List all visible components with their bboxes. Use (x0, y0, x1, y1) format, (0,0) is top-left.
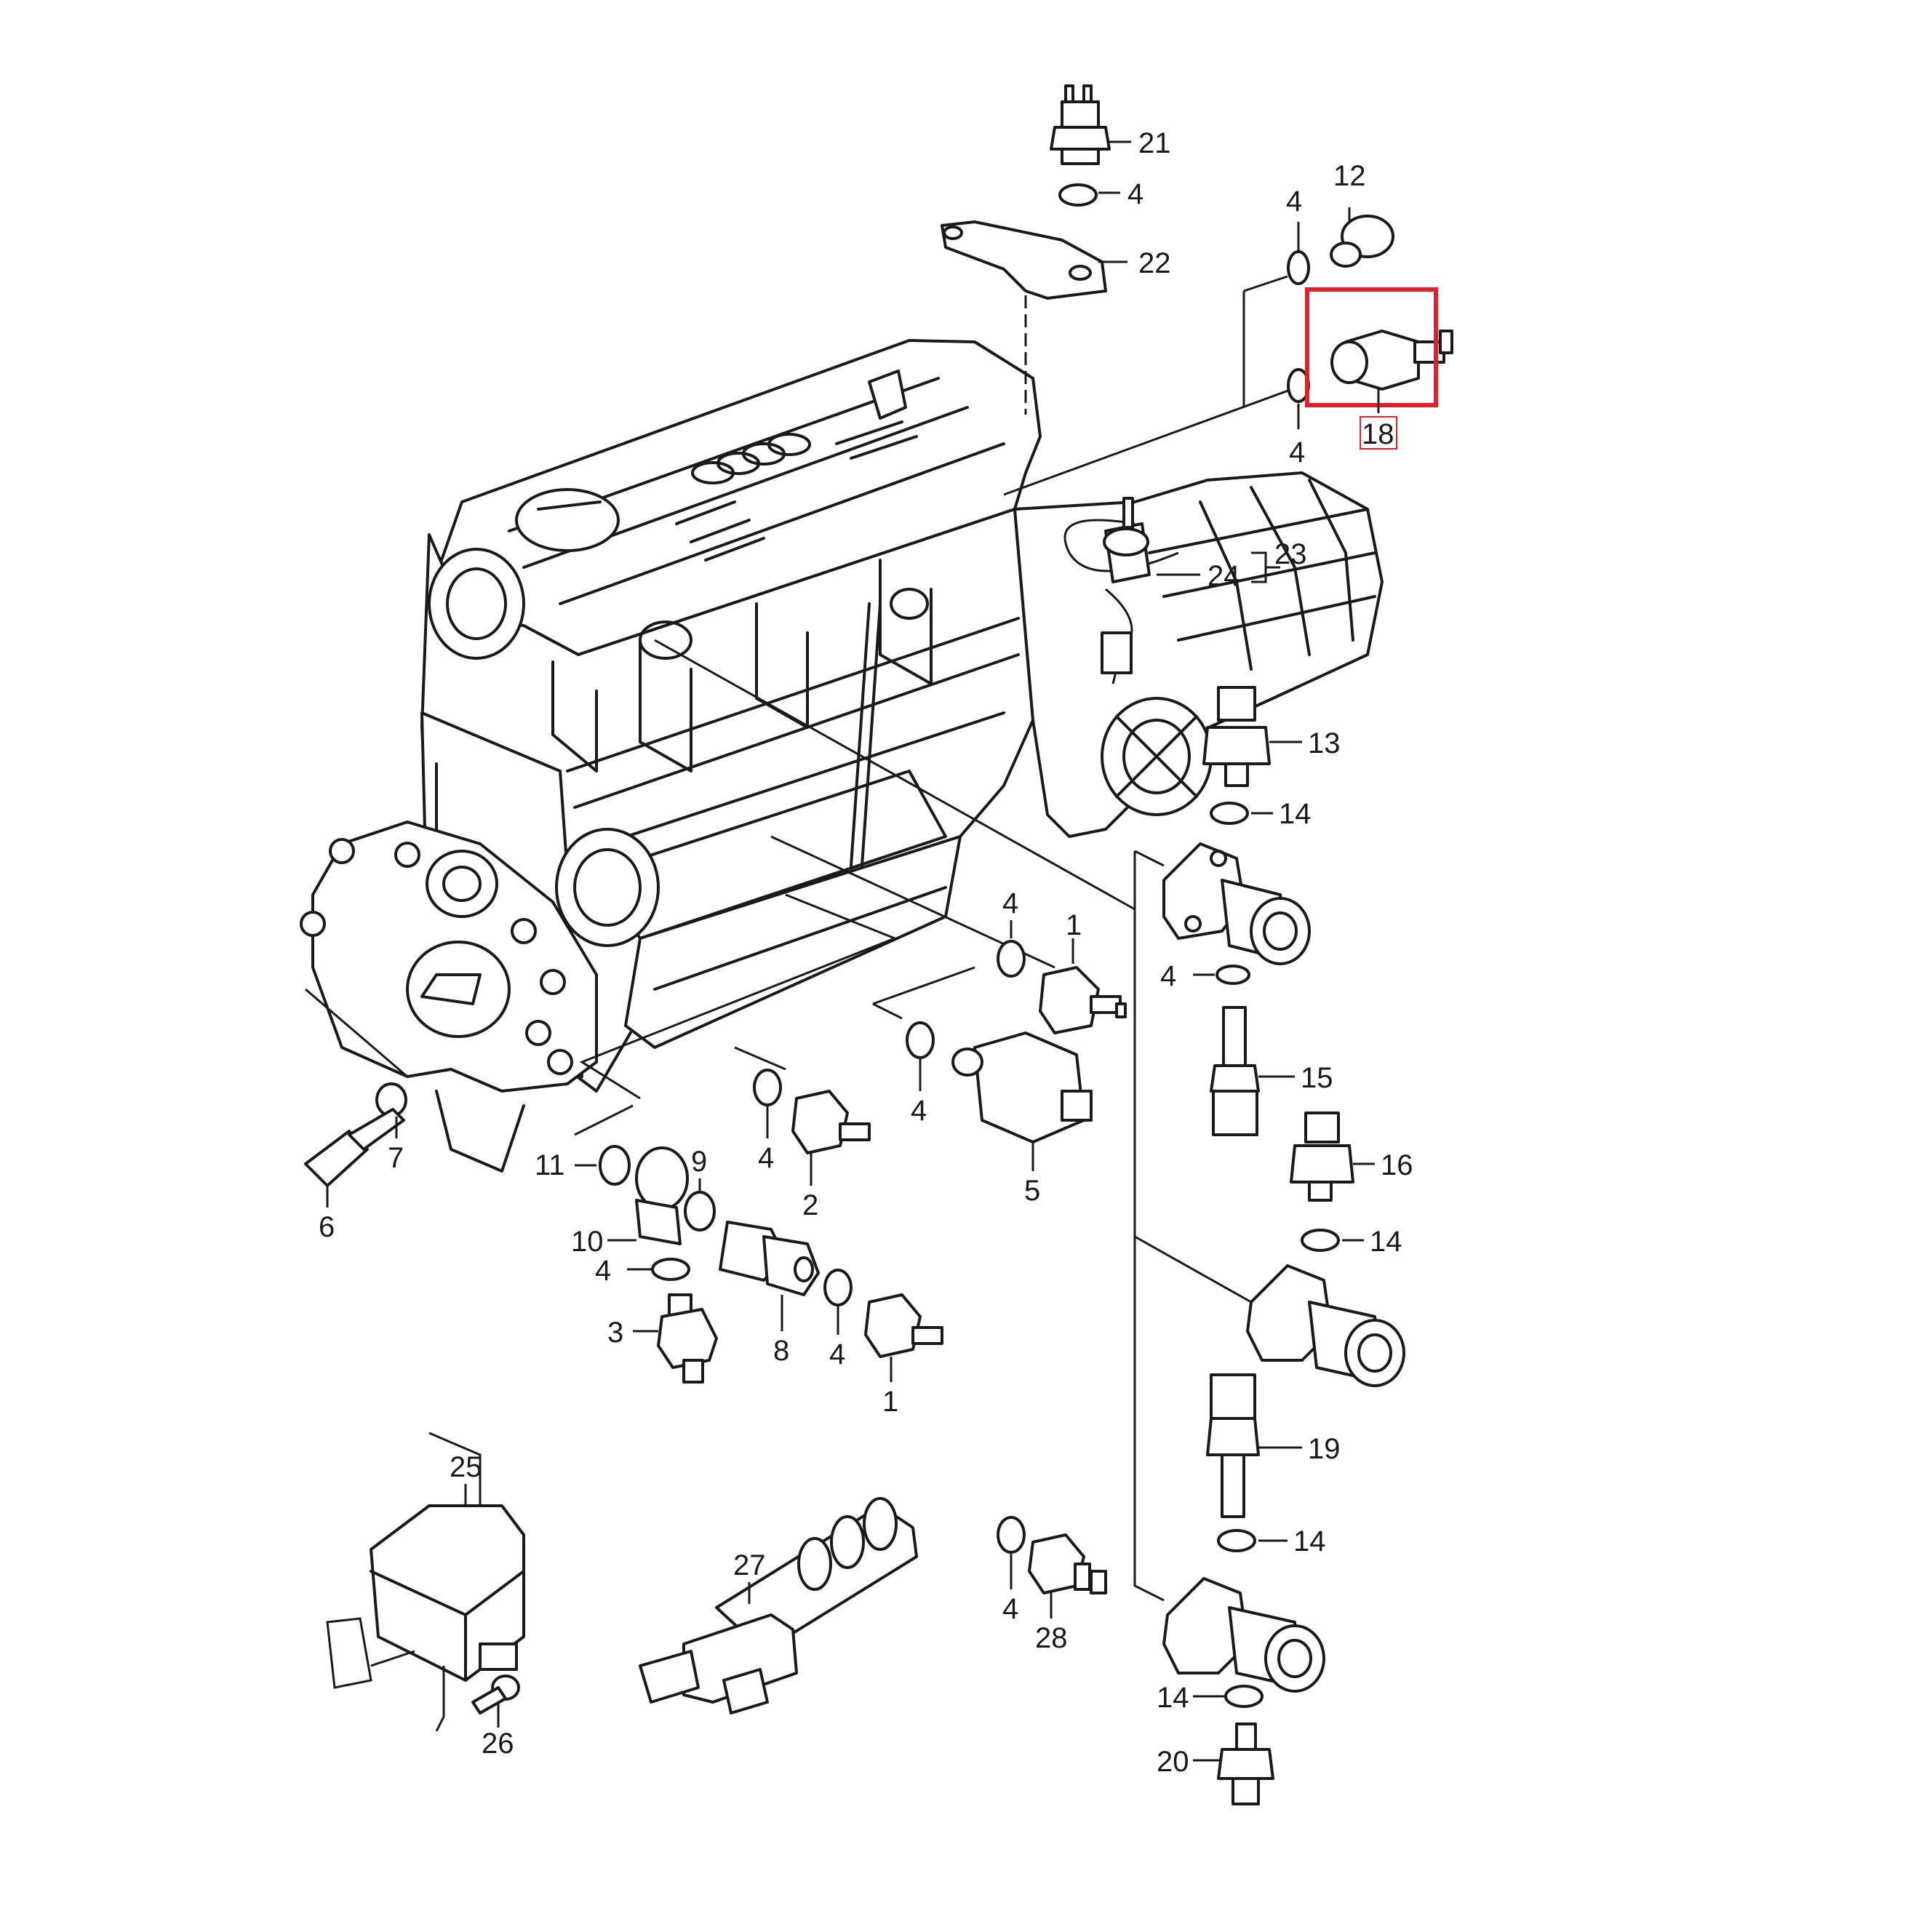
part-19-sensor[interactable] (1206, 1373, 1260, 1518)
callout-14: 14 (1279, 798, 1312, 830)
callout-14: 14 (1293, 1525, 1326, 1557)
callout-4: 4 (758, 1142, 774, 1174)
part-18-sensor[interactable] (1330, 330, 1453, 391)
part-13-sensor[interactable] (1202, 686, 1271, 787)
callout-2: 2 (802, 1189, 818, 1221)
washer-4-upper[interactable] (1287, 250, 1310, 285)
callout-20: 20 (1157, 1746, 1189, 1778)
washer-4[interactable] (997, 1516, 1026, 1554)
callout-4: 4 (1286, 185, 1302, 217)
part-8-adapter[interactable] (719, 1221, 820, 1296)
part-12-plug[interactable] (1330, 215, 1394, 268)
part-21-sensor[interactable] (1050, 84, 1111, 165)
callout-27: 27 (733, 1549, 766, 1581)
part-22-bracket[interactable] (941, 220, 1107, 300)
callout-4: 4 (1160, 960, 1176, 992)
callout-1: 1 (882, 1386, 898, 1418)
part-16-sensor[interactable] (1290, 1111, 1354, 1202)
part-27-actuator[interactable] (639, 1497, 918, 1715)
washer-14[interactable] (1217, 1529, 1256, 1552)
part-1-sensor[interactable] (1039, 966, 1127, 1034)
part-15-sensor[interactable] (1210, 1006, 1260, 1136)
part-28-sensor[interactable] (1028, 1533, 1107, 1594)
callout-13: 13 (1308, 727, 1341, 759)
callout-4: 4 (1002, 887, 1018, 919)
callout-18-box (1360, 416, 1397, 450)
callout-11: 11 (535, 1149, 565, 1181)
part-24-sensor[interactable] (1063, 497, 1179, 583)
callout-6: 6 (319, 1211, 335, 1243)
callout-23: 23 (1274, 538, 1307, 570)
washer-4[interactable] (1058, 183, 1098, 207)
coolant-flange-upper[interactable] (1162, 842, 1311, 965)
callout-24: 24 (1208, 560, 1240, 592)
washer-4[interactable] (997, 940, 1026, 978)
bracket-23 (1251, 551, 1280, 583)
leader-lines (305, 275, 1303, 1602)
callout-28: 28 (1035, 1622, 1068, 1654)
callout-21: 21 (1138, 127, 1171, 159)
callout-7: 7 (388, 1142, 404, 1174)
callout-3: 3 (607, 1317, 623, 1349)
callout-4: 4 (829, 1338, 845, 1370)
connector (1101, 631, 1133, 674)
part-10-banjo[interactable] (635, 1146, 689, 1245)
mount-plate (326, 1617, 372, 1689)
part-5-oil-pressure-sender[interactable] (951, 1031, 1093, 1143)
washer-4[interactable] (906, 1021, 935, 1059)
callout-4: 4 (1002, 1593, 1018, 1625)
washer-9[interactable] (684, 1191, 716, 1232)
callout-leaders (326, 140, 1380, 1762)
callout-4: 4 (1127, 178, 1143, 210)
callout-8: 8 (773, 1335, 789, 1367)
leader (370, 1650, 445, 1732)
coolant-flange-lower[interactable] (1162, 1577, 1325, 1693)
callout-15: 15 (1301, 1062, 1333, 1094)
callout-4: 4 (911, 1095, 927, 1127)
gearbox (1013, 471, 1384, 838)
part-6-spark-plug[interactable] (304, 1108, 405, 1187)
callout-5: 5 (1024, 1175, 1040, 1207)
callout-4: 4 (1289, 436, 1305, 468)
callout-26: 26 (482, 1728, 514, 1760)
washer-14[interactable] (1210, 802, 1249, 825)
callout-19: 19 (1308, 1433, 1341, 1465)
highlight-box (1305, 287, 1438, 407)
washer-4[interactable] (753, 1069, 782, 1106)
callout-labels: 21 4 22 4 12 18 4 23 24 13 14 4 1 4 15 1… (319, 127, 1413, 1778)
part-3-sensor[interactable] (657, 1293, 718, 1384)
part-1-sensor-lower[interactable] (864, 1293, 943, 1358)
callout-22: 22 (1138, 247, 1171, 279)
callout-16: 16 (1381, 1149, 1413, 1181)
part-2-sensor[interactable] (791, 1090, 871, 1154)
part-25-control-unit[interactable] (370, 1504, 525, 1682)
part-20-sensor[interactable] (1217, 1723, 1274, 1805)
washer-11[interactable] (599, 1145, 631, 1186)
callout-18: 18 (1362, 418, 1394, 450)
part-26-bolt[interactable] (471, 1674, 520, 1715)
washer-14[interactable] (1301, 1229, 1340, 1252)
callout-12: 12 (1333, 160, 1366, 192)
coolant-flange-middle[interactable] (1246, 1264, 1405, 1387)
callout-1: 1 (1066, 909, 1082, 941)
callout-10: 10 (571, 1226, 604, 1258)
callout-9: 9 (691, 1146, 707, 1178)
washer-14[interactable] (1224, 1685, 1264, 1708)
timing-cover (300, 821, 598, 1173)
callout-14: 14 (1157, 1682, 1189, 1714)
washer-4[interactable] (823, 1269, 853, 1306)
callout-4: 4 (595, 1255, 611, 1287)
washer-4[interactable] (1216, 965, 1250, 985)
washer-4[interactable] (651, 1258, 690, 1281)
callout-14: 14 (1370, 1226, 1402, 1258)
callout-25: 25 (450, 1451, 482, 1483)
